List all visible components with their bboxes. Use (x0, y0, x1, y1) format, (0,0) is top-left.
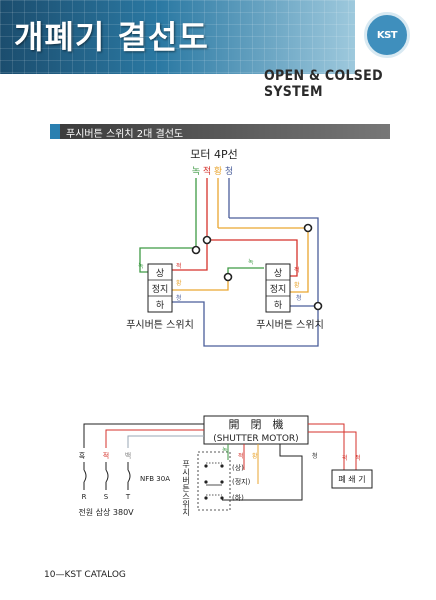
wire-label-green: 녹 (192, 166, 200, 177)
diagram-1: 모터 4P선 녹 적 황 청 상 (126, 148, 324, 347)
junction-node (223, 272, 233, 282)
section-bar-accent (50, 124, 60, 139)
system-title: OPEN & COLSED SYSTEM (264, 68, 383, 100)
red-wire-run-left (172, 240, 208, 271)
breaker-label: NFB 30A (140, 475, 170, 483)
terminal-s: S (104, 493, 109, 501)
page-title: 개폐기 결선도 (14, 18, 209, 56)
footer-catalog: 10—KST CATALOG (44, 570, 126, 580)
logo-text: KST (376, 29, 398, 41)
shutter-motor-box (203, 415, 309, 445)
wire-label-yellow: 황 (214, 166, 222, 177)
header-banner: 개폐기 결선도 (0, 0, 355, 74)
switch-block (197, 451, 231, 511)
mid-wire-label-yellow: 황 (252, 452, 258, 460)
closer-wire-label: 적 (342, 455, 348, 462)
black-return-wire (222, 444, 303, 501)
right-switch-green-tag: 녹 (248, 259, 254, 266)
banner-grid-decoration (0, 0, 355, 74)
junction-node (303, 223, 313, 233)
power-label: 전원 삼상 380V (78, 507, 134, 517)
green-wire-run-left (139, 247, 196, 273)
contact (220, 496, 224, 500)
mid-wire-label-red: 적 (238, 453, 244, 460)
right-switch-down-button: 하 (274, 300, 283, 311)
contact (204, 480, 208, 484)
left-switch-green-tag: 녹 (138, 263, 144, 270)
red-wire-to-motor (105, 429, 204, 448)
green-wire-link (227, 267, 264, 276)
wire-label-red: 적 (203, 165, 211, 177)
right-switch-yellow-tag: 황 (294, 281, 300, 289)
contact (220, 464, 224, 468)
diagram-2: 開 閉 機 (SHUTTER MOTOR) 흑 적 백 NFB 30A R S … (78, 415, 373, 517)
black-wire-to-motor (83, 423, 204, 448)
section-bar (50, 124, 390, 139)
blue-wire-loop (172, 301, 319, 347)
junction-node (313, 301, 323, 311)
red-wire-closer-1 (308, 423, 345, 470)
contact (204, 464, 208, 468)
switch-position-stop: (정지) (232, 477, 251, 486)
blue-wire-right-down (290, 217, 319, 307)
terminal-t: T (125, 493, 131, 501)
section-title: 푸시버튼 스위치 2대 결선도 (66, 129, 184, 140)
left-switch-caption: 푸시버튼 스위치 (126, 318, 194, 331)
right-switch-red-tag: 적 (294, 267, 300, 274)
left-switch-down-button: 하 (156, 300, 165, 311)
right-switch-caption: 푸시버튼 스위치 (256, 318, 324, 331)
left-switch-red-tag: 적 (176, 263, 182, 270)
switch-vertical-label: 푸시버튼스위치 (182, 460, 191, 517)
contact (220, 480, 224, 484)
switch-position-down: (하) (232, 493, 244, 502)
right-switch-up-button: 상 (274, 268, 282, 279)
motor-label: 모터 4P선 (190, 148, 238, 161)
wire-label-blue: 청 (225, 166, 233, 177)
closer-label: 폐 쇄 기 (338, 474, 365, 484)
switch-position-up: (상) (232, 463, 244, 472)
left-switch-stop-button: 정지 (152, 284, 169, 295)
junction-node (202, 235, 212, 245)
white-wire-to-motor (127, 435, 204, 448)
right-switch-stop-button: 정지 (270, 284, 287, 295)
mid-wire-label-green: 녹 (222, 447, 228, 454)
right-wire-label: 청 (312, 453, 318, 460)
left-switch-yellow-tag: 황 (176, 279, 182, 287)
red-wire-closer-2 (308, 431, 357, 470)
left-switch-blue-tag: 청 (176, 295, 182, 302)
shutter-motor-subtitle: (SHUTTER MOTOR) (213, 434, 298, 444)
yellow-wire-run-right (218, 227, 309, 293)
closer-box (331, 469, 373, 489)
closer-wire-label: 적 (355, 455, 361, 462)
breaker-contacts (83, 469, 131, 483)
left-switch-up-button: 상 (156, 268, 164, 279)
right-switch-body (265, 263, 291, 313)
right-switch-blue-tag: 청 (296, 295, 302, 302)
left-switch-body (147, 263, 173, 313)
contact (204, 496, 208, 500)
wire-label-white: 백 (125, 451, 131, 460)
red-wire-run-right (207, 239, 298, 277)
junction-node (191, 245, 201, 255)
terminal-r: R (82, 493, 87, 501)
wire-label-red-left: 적 (103, 451, 109, 460)
shutter-motor-title: 開 閉 機 (229, 417, 284, 431)
kst-logo: KST (364, 12, 410, 58)
wire-label-black: 흑 (79, 451, 86, 460)
